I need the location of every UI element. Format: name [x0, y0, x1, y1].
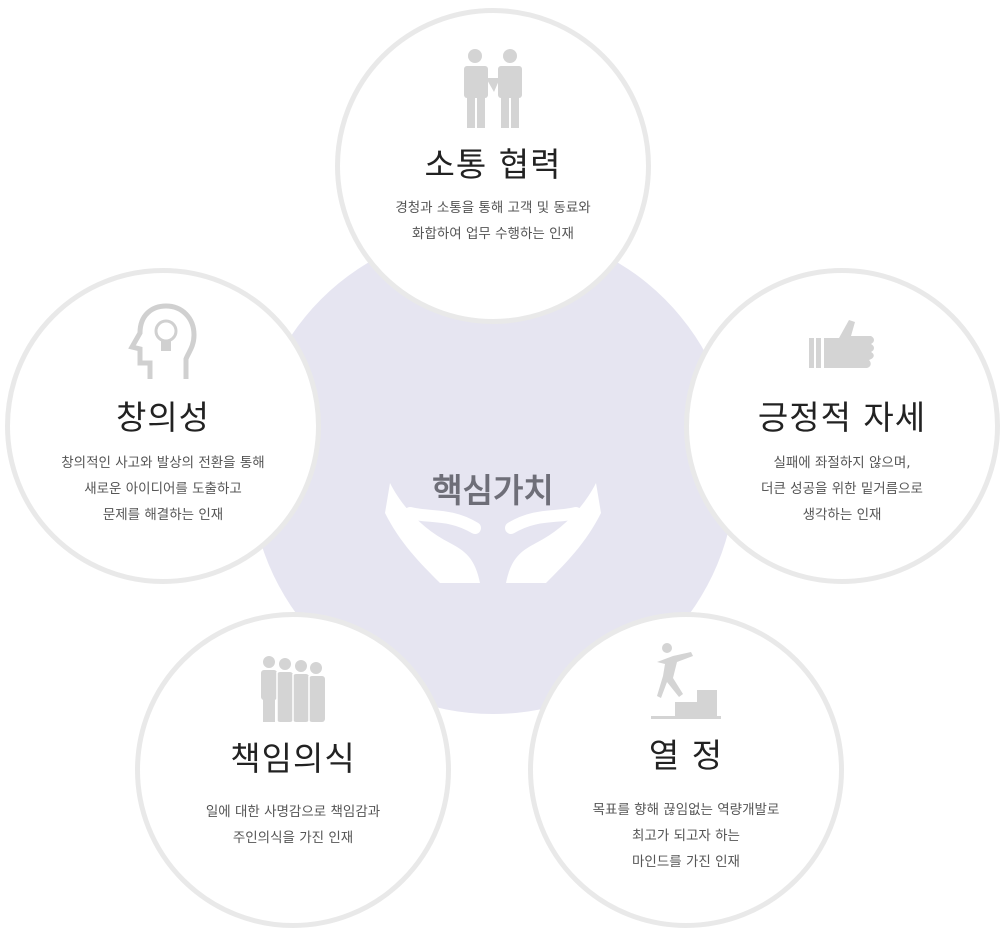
value-title: 창의성 [115, 398, 211, 437]
value-title: 소통 협력 [424, 145, 562, 184]
stairs-runner-icon [651, 643, 721, 719]
core-title: 핵심가치 [432, 471, 554, 510]
value-title: 긍정적 자세 [757, 398, 927, 437]
value-title: 열 정 [648, 736, 724, 775]
group-people-icon [261, 656, 325, 722]
head-lightbulb-icon [128, 303, 197, 379]
handshake-people-icon [464, 49, 522, 128]
value-title: 책임의식 [230, 739, 356, 778]
hands-icon [385, 483, 601, 583]
thumbs-up-icon [809, 320, 874, 368]
